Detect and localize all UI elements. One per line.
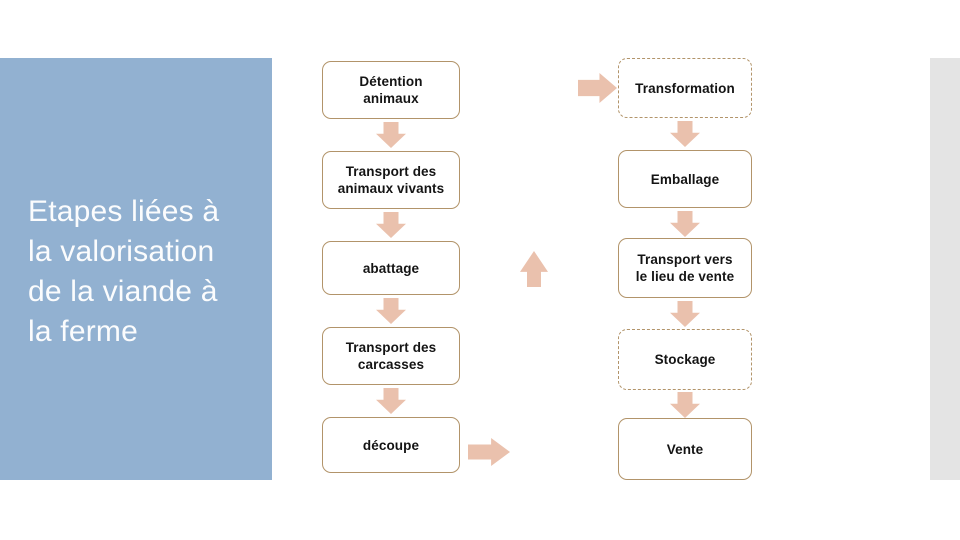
flow-box-transport-lieu-vente: Transport vers le lieu de vente [618,238,752,298]
right-accent-bar [930,58,960,480]
arrow-down-icon [376,122,406,148]
flow-box-transport-carcasses: Transport des carcasses [322,327,460,385]
arrow-down-icon [670,121,700,147]
title-panel [0,58,272,480]
arrow-down-icon [670,211,700,237]
arrow-down-icon [376,388,406,414]
arrow-down-icon [376,212,406,238]
flow-box-abattage: abattage [322,241,460,295]
arrow-down-icon [670,301,700,327]
flow-box-stockage: Stockage [618,329,752,390]
arrow-down-icon [670,392,700,418]
flow-box-detention-animaux: Détention animaux [322,61,460,119]
arrow-right-icon [578,73,617,103]
flow-box-vente: Vente [618,418,752,480]
flow-box-transport-animaux-vivants: Transport des animaux vivants [322,151,460,209]
page-title: Etapes liées à la valorisation de la via… [28,195,220,348]
flow-box-decoupe: découpe [322,417,460,473]
arrow-up-icon [520,251,548,287]
arrow-right-icon [468,438,510,466]
arrow-down-icon [376,298,406,324]
flow-box-transformation: Transformation [618,58,752,118]
flow-box-emballage: Emballage [618,150,752,208]
